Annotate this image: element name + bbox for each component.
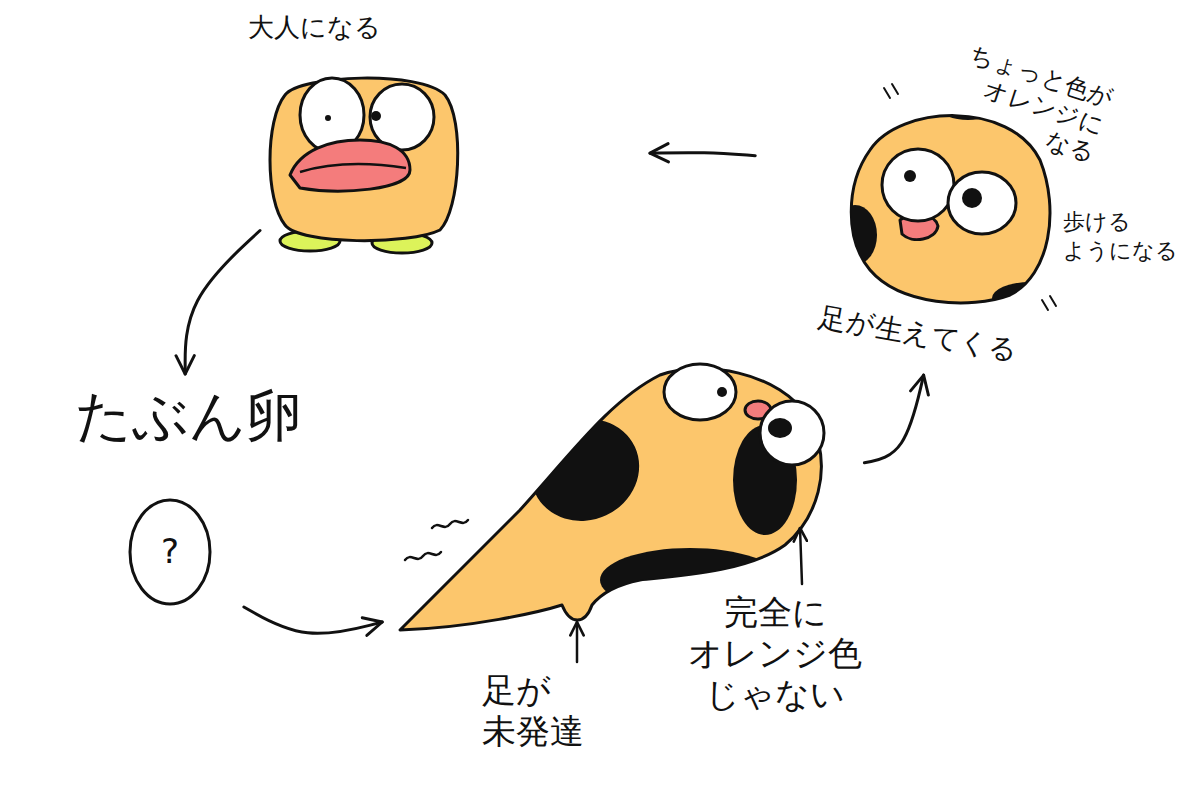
- leader-arrow: [576, 622, 579, 662]
- eye: [948, 172, 1016, 234]
- spot: [833, 205, 877, 265]
- pupil: [325, 115, 331, 121]
- pupil: [904, 170, 916, 182]
- pupil: [768, 418, 792, 438]
- body: [270, 78, 458, 241]
- stage-node: 大人になる: [260, 10, 470, 255]
- spot: [992, 282, 1068, 314]
- eye: [882, 149, 954, 221]
- beak: [290, 140, 410, 191]
- eye: [664, 364, 736, 420]
- eye: [760, 401, 824, 465]
- stage-node: たぶん卵?: [70, 380, 310, 605]
- egg-outline: [130, 500, 210, 604]
- cycle-arrow: [650, 153, 755, 156]
- stage-label: たぶん卵: [75, 384, 302, 448]
- stage-label: 大人になる: [248, 12, 381, 43]
- beak-line: [300, 164, 406, 172]
- pupil: [962, 188, 982, 208]
- stage-label: 足が生えてくる: [816, 300, 1020, 368]
- stage-label: 足が 未発達: [482, 670, 584, 752]
- motion-marks: [405, 520, 468, 560]
- spot: [514, 401, 656, 538]
- pupil: [717, 387, 727, 397]
- body: [851, 116, 1050, 303]
- pupil: [371, 111, 381, 121]
- stage-label: 完全に オレンジ色 じゃない: [688, 592, 862, 714]
- larva-creature: [400, 364, 824, 630]
- stage-label: 歩ける ようになる: [1063, 208, 1178, 265]
- stage-label: ?: [161, 533, 179, 570]
- cycle-arrow: [185, 231, 260, 375]
- adult-creature: [270, 78, 458, 253]
- cycle-arrow: [864, 375, 923, 463]
- cycle-arrow: [244, 607, 382, 633]
- stage-node: 足が 未発達完全に オレンジ色 じゃない: [390, 360, 830, 620]
- leader-arrow: [800, 528, 802, 584]
- stage-node: ちょっと色が オレンジに なる歩ける ようになる足が生えてくる: [850, 115, 1050, 305]
- eye: [370, 84, 434, 150]
- stage-label: ちょっと色が オレンジに なる: [948, 40, 1116, 168]
- body: [400, 369, 821, 630]
